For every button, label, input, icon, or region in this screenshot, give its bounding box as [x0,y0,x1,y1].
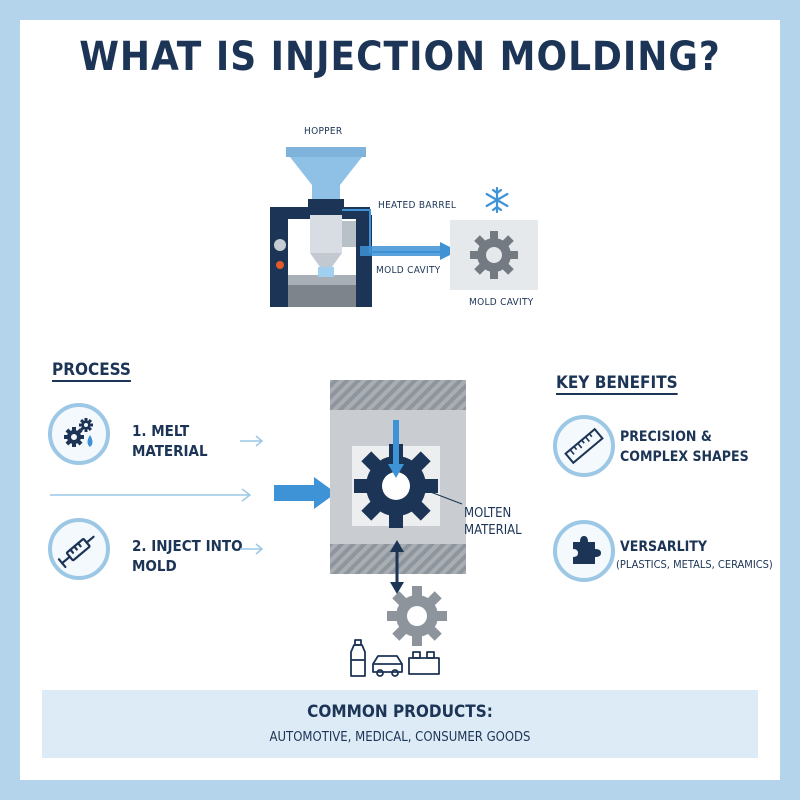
molten-material-label: MOLTEN MATERIAL [464,506,522,538]
ruler-icon [564,427,604,465]
benefit-2-title: VERSARLITY [620,539,707,555]
benefit-1-text: PRECISION & COMPLEX SHAPES [620,429,749,465]
process-heading: PROCESS [52,360,131,380]
hopper-label: HOPPER [304,126,343,137]
common-products-heading: COMMON PRODUCTS: [307,702,493,722]
ejection-arrow [390,540,404,594]
step-2-icon-circle [48,518,110,580]
barrel-to-mold-arrow [342,209,458,260]
product-icons [350,639,440,677]
ejected-gear-icon [387,586,447,646]
process-flow-arrows [50,435,336,555]
key-benefits-heading: KEY BENEFITS [556,373,678,393]
benefit-1-icon-circle [553,415,615,477]
snowflake-icon [485,186,509,214]
syringe-icon [57,535,95,569]
benefit-2-icon-circle [553,520,615,582]
mold-cavity-outer-label: MOLD CAVITY [469,297,534,308]
step-2-text: 2. INJECT INTO MOLD [132,537,243,575]
common-products-list: AUTOMOTIVE, MEDICAL, CONSUMER GOODS [269,730,531,745]
toy-block-icon [408,651,440,675]
page-title: WHAT IS INJECTION MOLDING? [79,34,721,80]
gear-icon [470,231,518,279]
gears-drop-icon [64,418,93,447]
step-1-icon-circle [48,403,110,465]
car-icon [372,655,403,677]
bottle-icon [350,639,366,677]
common-products-band: COMMON PRODUCTS: AUTOMOTIVE, MEDICAL, CO… [42,690,758,758]
puzzle-icon [573,536,601,564]
mold-cavity-inner-label: MOLD CAVITY [376,265,441,276]
gear-icon [354,444,438,528]
step-1-text: 1. MELT MATERIAL [132,422,208,460]
benefit-2-subtitle: (PLASTICS, METALS, CERAMICS) [616,558,773,571]
heated-barrel-label: HEATED BARREL [378,200,457,211]
injection-machine-illustration [270,147,372,307]
mold-cavity-box [450,220,538,290]
